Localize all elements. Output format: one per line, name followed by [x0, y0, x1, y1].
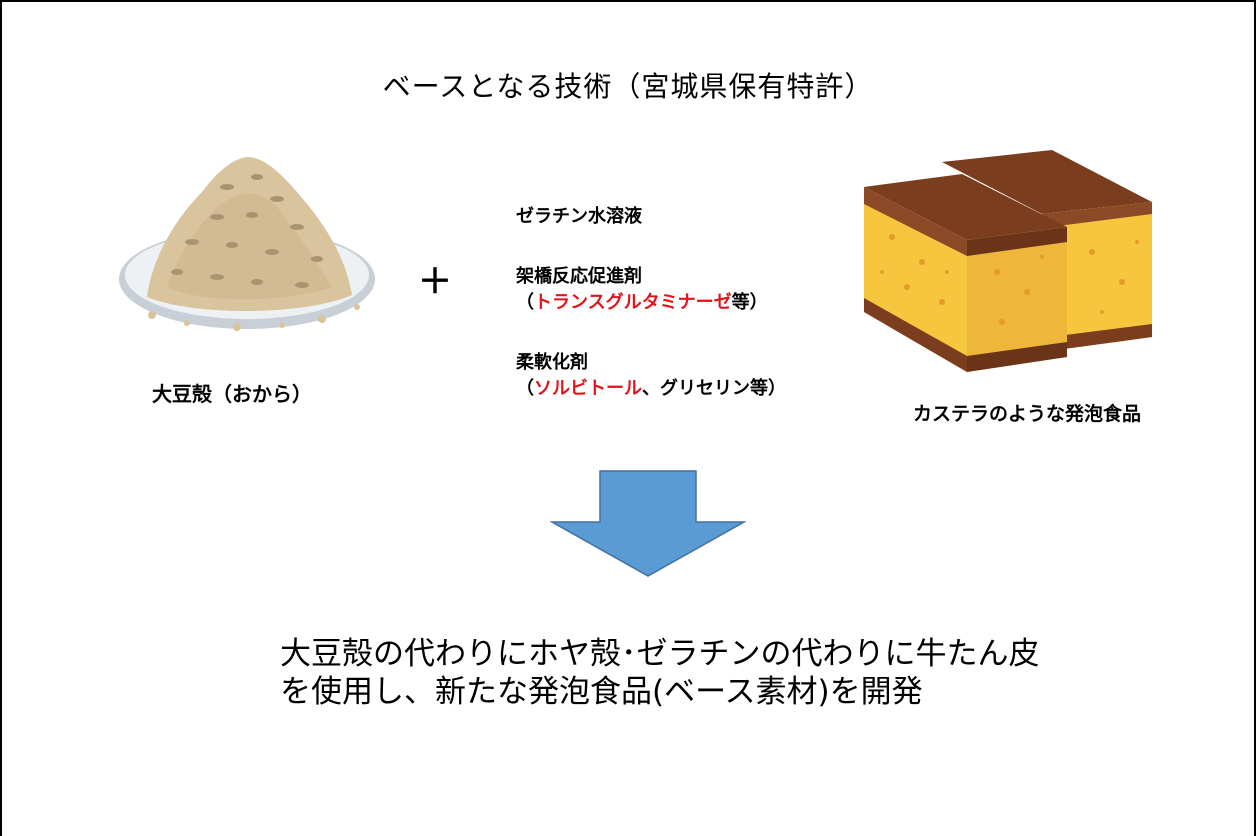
okara-label: 大豆殻（おから）: [152, 382, 312, 406]
okara-plate-illustration: [107, 147, 387, 347]
detail-rest: 等）: [731, 292, 768, 313]
down-arrow-svg: [549, 470, 747, 577]
ingredient-softener: 柔軟化剤 （ソルビトール、グリセリン等）: [516, 350, 856, 402]
ingredient-gelatin: ゼラチン水溶液: [516, 204, 856, 230]
down-arrow-icon: [549, 470, 747, 578]
castella-cake-illustration: [852, 142, 1162, 382]
ingredient-detail: （ソルビトール、グリセリン等）: [516, 376, 856, 402]
result-text: 大豆殻の代わりにホヤ殻･ゼラチンの代わりに牛たん皮 を使用し、新たな発泡食品(ベ…: [280, 635, 1040, 711]
detail-open: （: [516, 292, 534, 313]
highlight-transglutaminase: トランスグルタミナーゼ: [534, 292, 732, 313]
ingredient-name: 柔軟化剤: [516, 352, 588, 373]
highlight-sorbitol: ソルビトール: [534, 378, 642, 399]
result-line-1: 大豆殻の代わりにホヤ殻･ゼラチンの代わりに牛たん皮: [280, 636, 1040, 672]
ingredient-crosslink: 架橋反応促進剤 （トランスグルタミナーゼ等）: [516, 264, 856, 316]
castella-label: カステラのような発泡食品: [912, 403, 1141, 425]
ingredient-detail: （トランスグルタミナーゼ等）: [516, 290, 856, 316]
detail-open: （: [516, 378, 534, 399]
plus-sign: ＋: [418, 262, 452, 302]
okara-svg: [119, 157, 375, 331]
result-line-2: を使用し、新たな発泡食品(ベース素材)を開発: [280, 674, 923, 710]
castella-svg: [864, 150, 1152, 372]
ingredient-name: ゼラチン水溶液: [516, 206, 642, 227]
detail-rest: 、グリセリン等）: [642, 378, 786, 399]
page-title: ベースとなる技術（宮城県保有特許）: [382, 70, 874, 103]
ingredient-name: 架橋反応促進剤: [516, 266, 642, 287]
ingredients-list: ゼラチン水溶液 架橋反応促進剤 （トランスグルタミナーゼ等） 柔軟化剤 （ソルビ…: [516, 204, 856, 402]
